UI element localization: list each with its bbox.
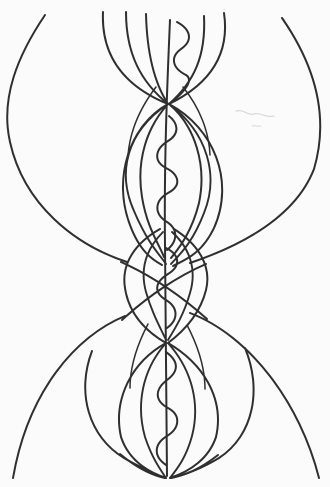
faint-scan-mark-small [252,126,261,127]
